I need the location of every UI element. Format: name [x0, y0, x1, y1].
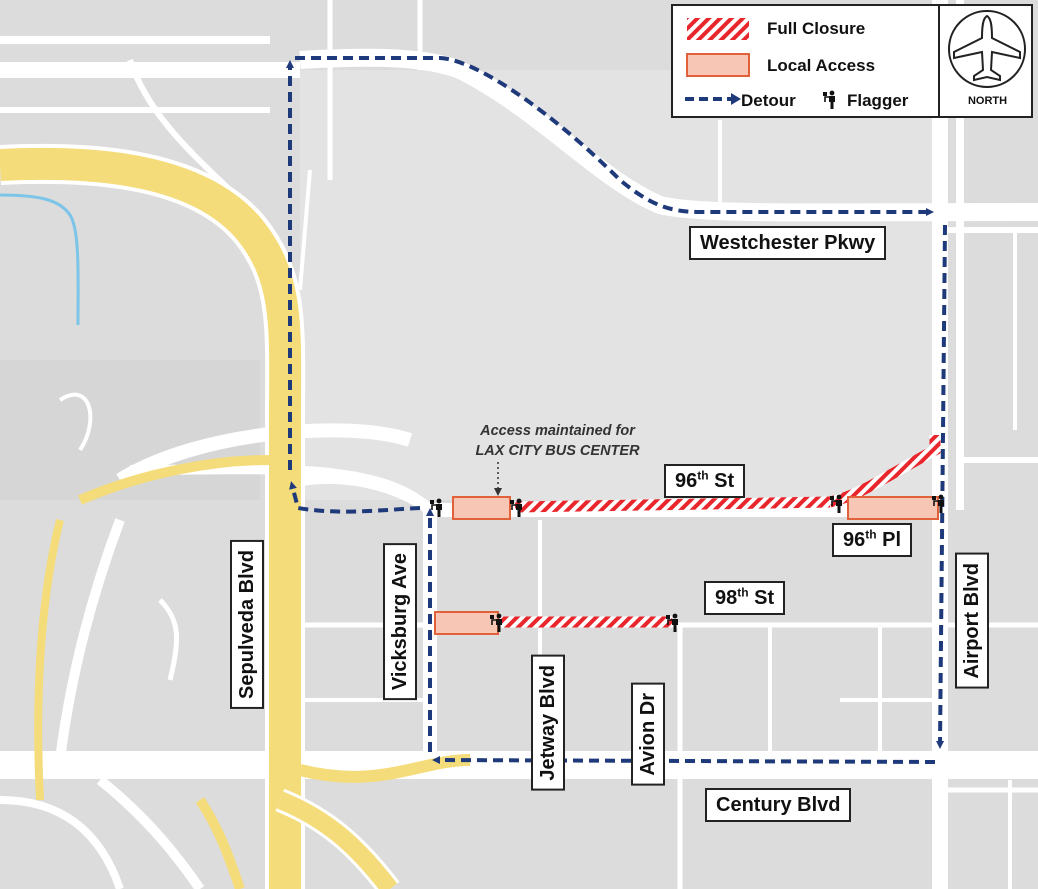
detour-westchester [295, 56, 934, 216]
closure-96th-st [514, 496, 831, 513]
label-avion-dr: Avion Dr [631, 683, 665, 786]
city-block [300, 70, 940, 500]
local-access-swatch [686, 53, 750, 77]
label-98th-st-sup: th [737, 585, 749, 600]
label-98th-st-num: 98 [715, 587, 738, 609]
closure-96th-st-east [828, 435, 941, 508]
detour-century-west [432, 756, 936, 765]
label-96th-st-sup: th [697, 468, 709, 483]
legend-detour-label: Detour [741, 91, 796, 110]
local-access-96th-pl [847, 496, 939, 520]
detour-arrowhead-icon [731, 93, 741, 105]
callout-arrowhead [494, 488, 502, 496]
legend-full-closure-label: Full Closure [767, 19, 866, 38]
bus-center-note-line2: LAX CITY BUS CENTER [475, 443, 640, 459]
label-jetway-blvd: Jetway Blvd [531, 655, 565, 791]
legend-local-access-label: Local Access [767, 56, 876, 75]
label-96th-st: 96th St [664, 464, 746, 498]
label-96th-pl-sup: th [865, 527, 877, 542]
detour-routes [286, 56, 947, 765]
full-closure-segments [500, 435, 941, 628]
local-access-98th-st [434, 611, 499, 635]
label-98th-st-suffix: St [748, 587, 775, 609]
label-96th-pl-num: 96 [843, 529, 866, 551]
label-airport-blvd: Airport Blvd [955, 553, 989, 689]
label-98th-st: 98th St [704, 581, 786, 615]
label-96th-st-suffix: St [708, 470, 735, 492]
bus-center-note: Access maintained for LAX CITY BUS CENTE… [455, 421, 660, 461]
local-access-96th-st [452, 496, 511, 520]
label-century-blvd: Century Blvd [705, 788, 852, 822]
label-96th-pl-suffix: Pl [876, 529, 902, 551]
full-closure-swatch [687, 18, 749, 40]
label-westchester-pkwy: Westchester Pkwy [689, 226, 887, 260]
legend-flagger-label: Flagger [847, 91, 909, 110]
north-label: NORTH [967, 95, 1008, 107]
water-channel [0, 193, 80, 326]
north-indicator: NORTH [938, 4, 1035, 118]
detour-96th-west [289, 481, 421, 514]
bus-center-note-line1: Access maintained for [480, 423, 635, 439]
legend: Full Closure Local Access Detour Flagger… [671, 4, 1033, 118]
label-96th-pl: 96th Pl [832, 523, 913, 557]
airplane-north-icon [948, 10, 1026, 88]
detour-airport-south [936, 224, 947, 749]
label-vicksburg-ave: Vicksburg Ave [383, 543, 417, 701]
freeway [0, 143, 471, 889]
label-sepulveda-blvd: Sepulveda Blvd [230, 540, 264, 709]
label-96th-st-num: 96 [675, 470, 698, 492]
legend-swatches [685, 18, 750, 105]
